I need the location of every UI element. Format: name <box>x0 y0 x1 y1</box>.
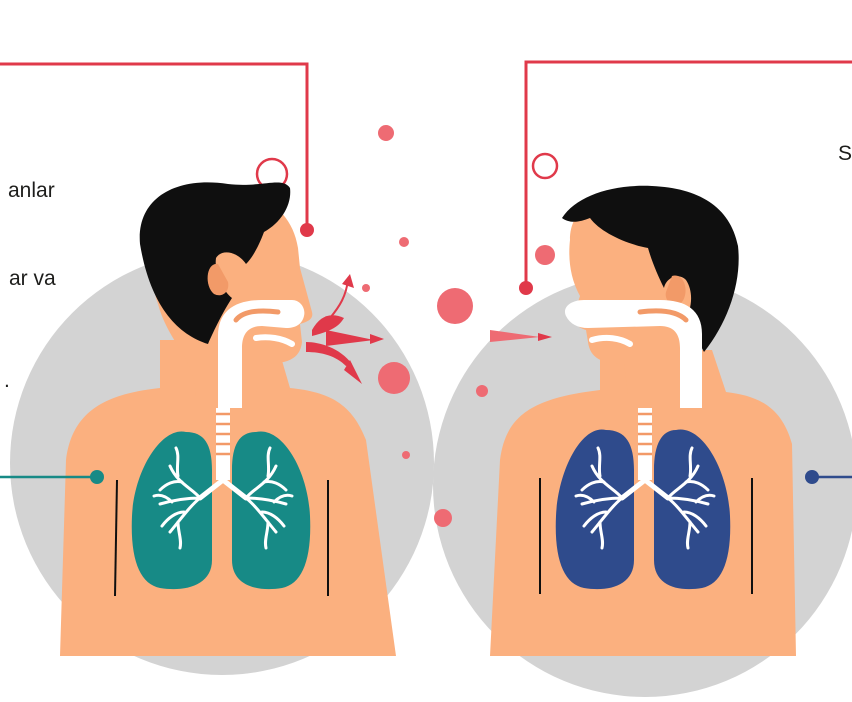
left-callout-dot <box>300 223 314 237</box>
left-text-line-2: ar va <box>9 267 56 291</box>
right-person-figure <box>433 186 852 697</box>
left-person-figure <box>0 182 434 675</box>
droplet-particle <box>434 509 452 527</box>
droplet-particle <box>378 125 394 141</box>
left-text-line-3: . <box>4 369 10 393</box>
right-callout-dot <box>519 281 533 295</box>
left-text-line-1: anlar <box>8 179 55 203</box>
droplet-particle <box>535 245 555 265</box>
droplet-particle <box>402 451 410 459</box>
droplet-particle <box>437 288 473 324</box>
left-lung-connector-dot <box>90 470 104 484</box>
right-text-line-1: S <box>838 142 852 166</box>
droplet-particle <box>362 284 370 292</box>
droplet-particle <box>399 237 409 247</box>
right-ring-icon <box>533 154 557 178</box>
droplet-particle <box>476 385 488 397</box>
right-lung-connector-dot <box>805 470 819 484</box>
droplet-particle <box>378 362 410 394</box>
